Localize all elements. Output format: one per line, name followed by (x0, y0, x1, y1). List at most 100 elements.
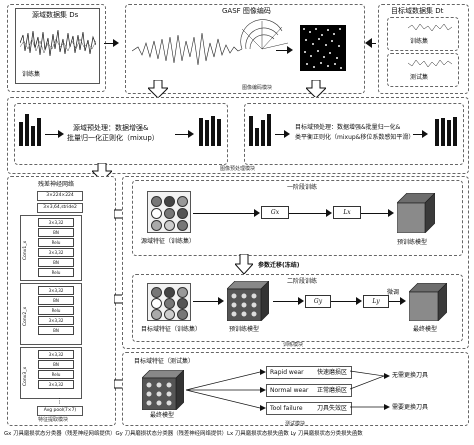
layer-conv: 3×3,32 (38, 248, 74, 257)
gasf-panel: GASF 图像编码 图像编码模块 (125, 4, 365, 94)
source-feature-matrix (147, 191, 191, 233)
arrow-line (273, 301, 299, 302)
target-train-box: 训练集 (387, 17, 459, 51)
layer-bn: BN (38, 326, 74, 335)
stage2-layers: 3×3,32 BN Relu 3×3,32 BN (35, 284, 79, 344)
target-train-signal (408, 23, 452, 32)
layer-bn: BN (38, 360, 74, 369)
stage-label-conv1: Conv1_x (23, 240, 28, 260)
stage3-layers: 3×3,32 BN Relu 3×3,32 (35, 348, 79, 398)
arrow-target-to-gasf (365, 38, 372, 48)
arrow-line (175, 134, 189, 135)
wear-state-normal: Normal wear 正常磨损区 (266, 384, 352, 397)
resnet-stage-2: Conv2_x 3×3,32 BN Relu 3×3,32 BN (20, 283, 82, 345)
arrow-head (298, 297, 304, 305)
layer-conv: 3×3,32 (38, 218, 74, 227)
source-train-caption: 训练集 (22, 71, 41, 78)
target-test-box: 测试集 (387, 53, 459, 87)
stage2-box: 二阶段训练 目标域特征（训练集） 预训练模型 Gy Ly 微调 最终模型 (132, 274, 463, 342)
arrow-head (400, 297, 406, 305)
gy-classifier-node: Gy (305, 295, 331, 308)
lx-loss-node: Lx (333, 206, 361, 219)
layer-conv: 3×3,32 (38, 286, 74, 295)
target-dataset-title: 目标域数据集 Dt (391, 7, 444, 15)
layer-relu: Relu (38, 268, 74, 277)
gasf-encoding-visual (132, 19, 289, 66)
layer-relu: Relu (38, 306, 74, 315)
stage1-model-label: 预训练模型 (397, 239, 428, 246)
wear-state-failure: Tool failure 刀具失效区 (266, 402, 352, 415)
arrow-head (113, 39, 119, 47)
arrow-head (58, 130, 64, 138)
test-model-label: 最终模型 (150, 412, 175, 419)
arrow-line (289, 213, 327, 214)
wear-state-rapid-zh: 快速磨损区 (317, 369, 348, 376)
wear-state-normal-en: Normal wear (270, 387, 309, 394)
arrow-line (193, 213, 255, 214)
test-caption: 目标域特征（测试集） (134, 358, 195, 365)
wear-state-failure-zh: 刀具失效区 (317, 405, 348, 412)
arrow-head (388, 209, 394, 217)
preprocess-section-label: 图像预处理模块 (220, 166, 256, 172)
arrow-head (422, 130, 428, 138)
arrow-line (361, 213, 389, 214)
arrow-gasf-to-image (276, 50, 288, 51)
layer-conv: 3×3,32 (38, 350, 74, 359)
target-preprocess-box: 目标域预处理：数据增强&批量归一化& 类平衡正则化（mixup&移位系数感知平滑… (244, 103, 464, 165)
wear-state-normal-zh: 正常磨损区 (317, 387, 348, 394)
source-bars-before (19, 114, 41, 146)
arrow-line (45, 134, 59, 135)
wear-state-failure-en: Tool failure (270, 405, 303, 412)
layer-relu: Relu (38, 238, 74, 247)
resnet-stage-3: Conv3_x 3×3,32 BN Relu 3×3,32 (20, 347, 82, 399)
target-test-caption: 测试集 (410, 74, 429, 81)
target-feature-matrix (147, 283, 191, 321)
arrow-line (413, 134, 423, 135)
down-arrow-right (306, 80, 326, 98)
arrow-head (356, 297, 362, 305)
wear-state-rapid: Rapid wear 快速磨损区 (266, 366, 352, 379)
resnet-stage-1: Conv1_x 3×3,32 BN Relu 3×3,32 BN Relu (20, 215, 82, 281)
resnet-pool-box: Avg pool(7×7) (37, 406, 83, 416)
gasf-title: GASF 图像编码 (222, 7, 271, 15)
pretrained-model-block (227, 281, 269, 321)
target-dataset-panel: 目标域数据集 Dt 训练集 测试集 (378, 4, 469, 94)
stage1-caption: 源域特征（训练集） (141, 238, 196, 245)
stage1-box: 一阶段训练 源域特征（训练集） Gx Lx 预训练模型 (132, 180, 463, 256)
arrow-line (193, 301, 219, 302)
layer-bn: BN (38, 296, 74, 305)
arrow-head (254, 209, 260, 217)
target-bars-before (249, 114, 271, 146)
arrow-head (326, 209, 332, 217)
resnet-title: 残差神经网络 (38, 181, 75, 188)
parameter-transfer-arrow (235, 254, 253, 274)
target-train-caption: 训练集 (410, 38, 429, 45)
resnet-conv1-box: 3×3,64,stride2 (37, 203, 83, 213)
source-preprocess-box: 源域预处理：数据增强& 批量归一化正则化（mixup） (14, 103, 228, 165)
footnote: Gx 刀具磨损状态分类器（残差神经网络提供）Gy 刀具磨损状态分类器（残差神经网… (4, 431, 363, 437)
layer-relu: Relu (38, 370, 74, 379)
final-model-cube (409, 283, 447, 321)
source-signal-plot (20, 29, 96, 57)
layer-conv: 3×3,32 (38, 380, 74, 389)
stage2-title: 二阶段训练 (287, 278, 318, 285)
stage1-title: 一阶段训练 (287, 184, 318, 191)
layer-conv: 3×3,32 (38, 316, 74, 325)
layer-bn: BN (38, 258, 74, 267)
source-bars-after (199, 114, 221, 146)
arrow-line (331, 301, 357, 302)
gasf-image (300, 25, 346, 71)
target-preprocess-line1: 目标域预处理：数据增强&批量归一化& (295, 124, 401, 131)
resnet-input-box: 3×224×224 (37, 191, 83, 201)
test-section-label: 测试模块 (285, 421, 306, 427)
test-branch-lines (186, 369, 266, 411)
parameter-transfer-label: 参数迁移(冻结) (258, 262, 300, 269)
layer-bn: BN (38, 228, 74, 237)
target-preprocess-line2: 类平衡正则化（mixup&移位系数感知平滑） (295, 134, 415, 141)
down-arrow-left (148, 80, 168, 98)
stage2-caption: 目标域特征（训练集） (141, 326, 202, 333)
decision-replace: 需要更换刀具 (392, 404, 429, 411)
resnet-ellipsis: ⋮ (56, 397, 63, 405)
source-preprocess-line1: 源域预处理：数据增强& (73, 124, 149, 132)
ly-loss-node: Ly (363, 295, 389, 308)
